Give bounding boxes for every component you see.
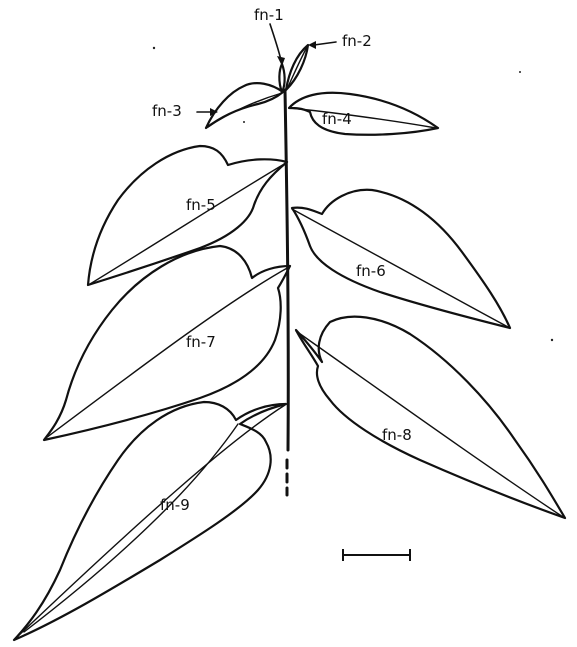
label-fn-4: fn-4 xyxy=(322,110,352,128)
scan-speck xyxy=(551,339,553,341)
arrowhead-fn-2 xyxy=(308,41,316,49)
leaflet-fn-1 xyxy=(279,64,284,92)
vein-fn-8 xyxy=(296,331,563,517)
vein-fn-5 xyxy=(90,163,286,284)
arrow-fn-1 xyxy=(270,24,281,60)
arrow-fn-2 xyxy=(314,42,336,45)
label-fn-7: fn-7 xyxy=(186,333,216,351)
label-fn-8: fn-8 xyxy=(382,426,412,444)
leaflet-fn-5 xyxy=(88,146,287,285)
label-fn-1: fn-1 xyxy=(254,6,284,24)
vein-fn-7 xyxy=(46,267,289,438)
label-fn-2: fn-2 xyxy=(342,32,372,50)
scan-speck xyxy=(519,71,521,73)
label-fn-3: fn-3 xyxy=(152,102,182,120)
scan-speck xyxy=(153,47,155,49)
vein-fn-3 xyxy=(208,93,282,127)
leaflet-fn-4 xyxy=(289,93,438,135)
label-fn-6: fn-6 xyxy=(356,262,386,280)
label-fn-9: fn-9 xyxy=(160,496,190,514)
vein-fn-9 xyxy=(16,405,285,638)
label-fn-5: fn-5 xyxy=(186,196,216,214)
vein-fn-6 xyxy=(292,209,508,327)
scan-speck xyxy=(243,121,245,123)
leaflet-fn-6 xyxy=(292,190,510,328)
leaflet-fn-8 xyxy=(296,317,565,518)
vein-fn-2 xyxy=(287,47,307,89)
